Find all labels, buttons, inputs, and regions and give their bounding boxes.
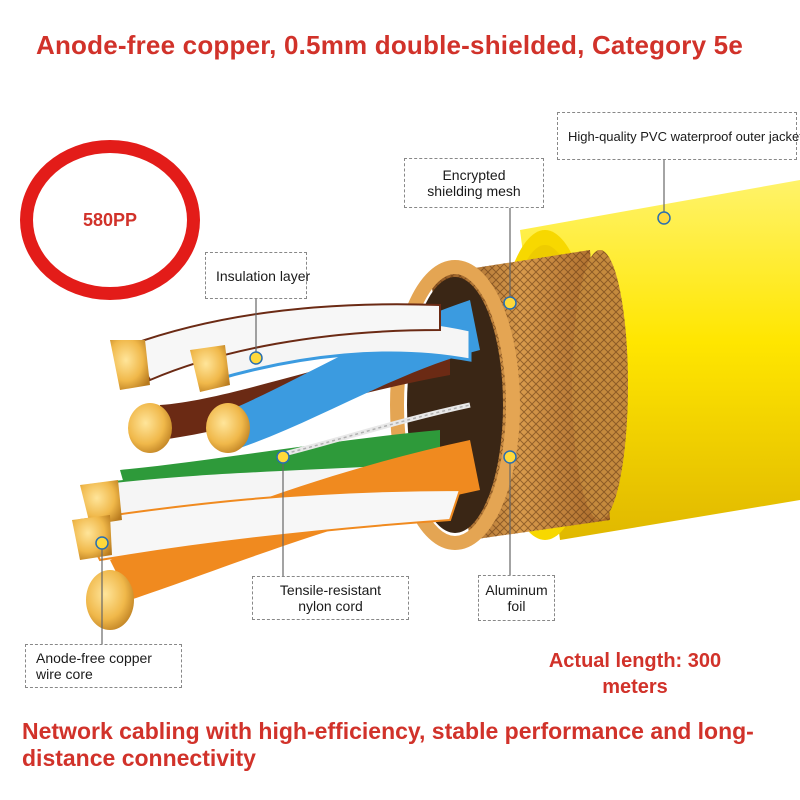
copper-wire-tips — [72, 340, 250, 630]
label-outer-jacket: High-quality PVC waterproof outer jacket — [557, 112, 800, 160]
footer-tagline: Network cabling with high-efficiency, st… — [22, 718, 754, 771]
page-title: Anode-free copper, 0.5mm double-shielded… — [36, 30, 743, 60]
callout-leaders — [101, 160, 665, 644]
twisted-pairs — [78, 300, 480, 600]
label-copper-core: Anode-free copper wire core — [25, 644, 182, 688]
badge-text: 580PP — [82, 209, 138, 230]
label-shielding-mesh: Encrypted shielding mesh — [404, 158, 544, 208]
length-note: Actual length: 300 meters — [548, 650, 722, 698]
label-aluminum-foil: Aluminum foil — [478, 575, 555, 621]
label-nylon-cord: Tensile-resistant nylon cord — [252, 576, 409, 620]
label-insulation-layer: Insulation layer — [205, 252, 310, 299]
callout-dots — [95, 211, 671, 550]
